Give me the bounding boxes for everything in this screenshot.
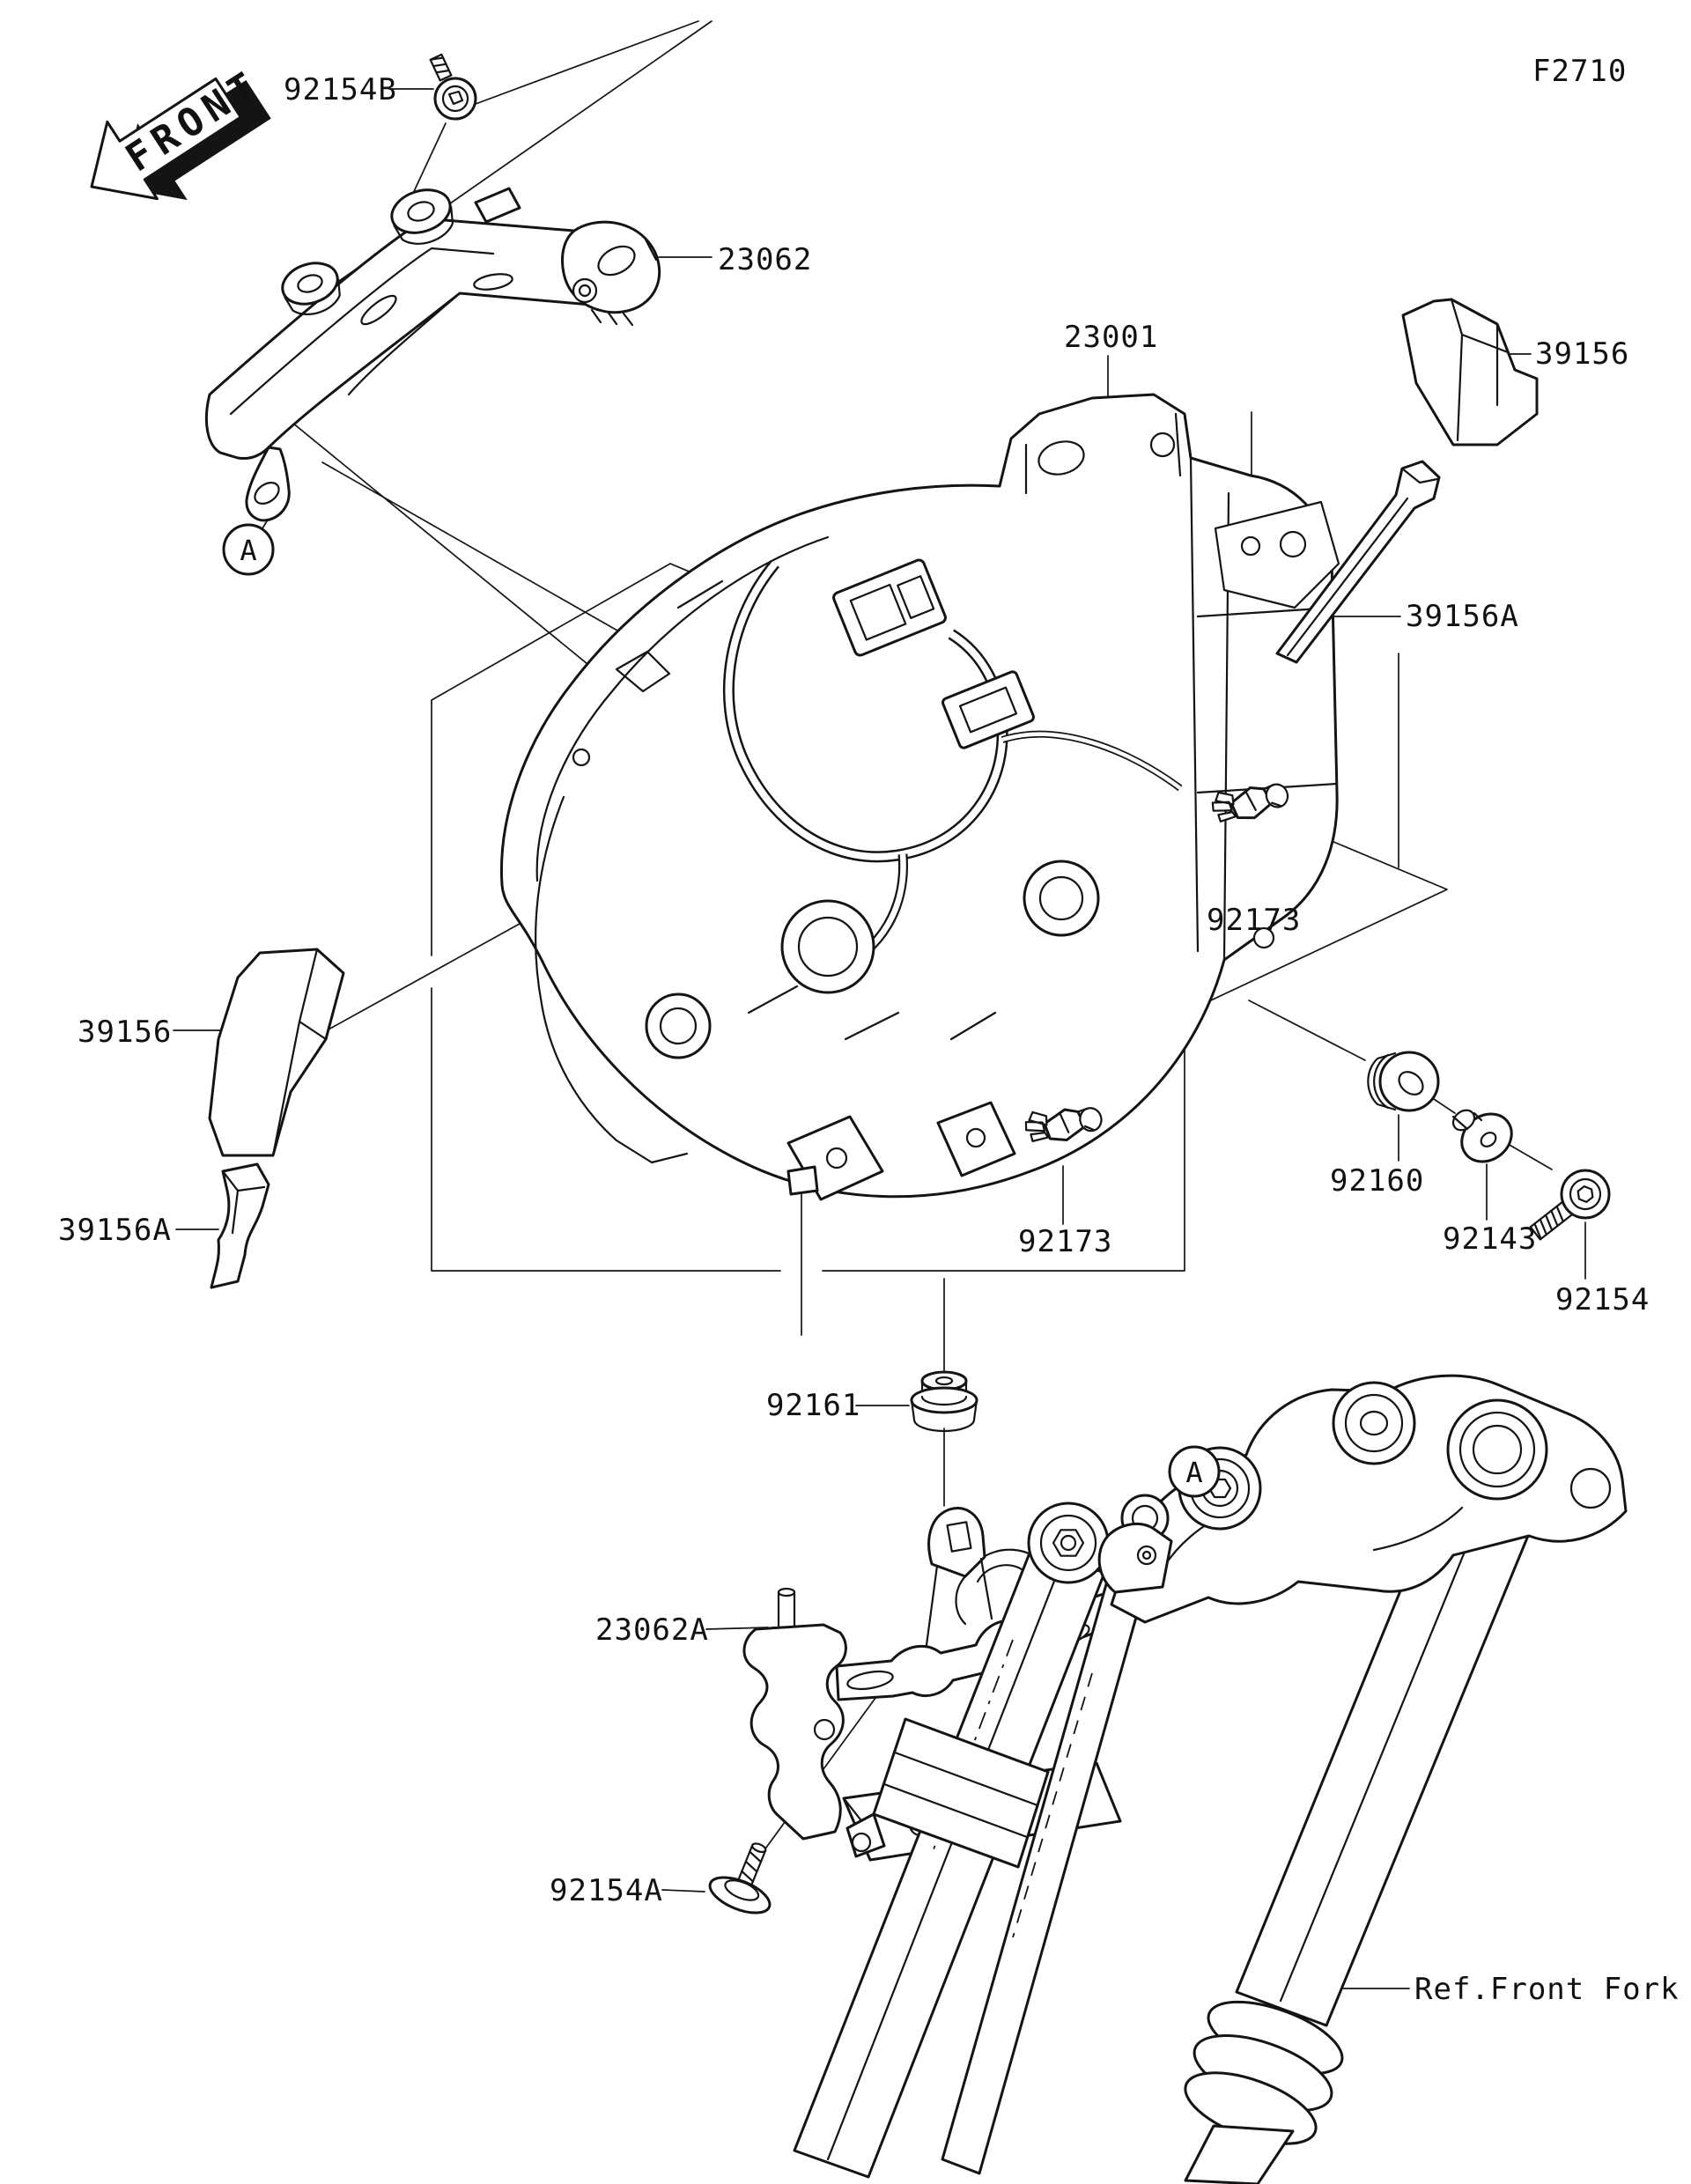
label-92160: 92160 (1330, 1163, 1424, 1199)
label-23062A: 23062A (595, 1612, 709, 1648)
headlamp-stay-bracket (204, 187, 661, 522)
clip-92173-upper-part (1211, 783, 1289, 823)
label-ref-front-fork: Ref.Front Fork (1414, 1972, 1680, 2007)
callout-a-fork-label: A (1185, 1456, 1202, 1489)
label-92154B: 92154B (284, 72, 397, 107)
label-23062: 23062 (718, 242, 812, 277)
figure-code: F2710 (1532, 54, 1627, 89)
label-92161: 92161 (766, 1388, 860, 1423)
label-92173-upper: 92173 (1207, 903, 1301, 938)
damper-92160-part (1367, 1051, 1440, 1112)
pad-39156-left-part (208, 948, 345, 1157)
label-39156-right: 39156 (1535, 336, 1629, 372)
pad-39156A-left-part (210, 1162, 270, 1289)
label-39156-left: 39156 (78, 1015, 172, 1050)
label-92154: 92154 (1555, 1282, 1650, 1317)
label-39156A-right: 39156A (1406, 599, 1519, 634)
screw-92154B-part (429, 53, 477, 121)
label-23001: 23001 (1064, 320, 1158, 355)
screw-92154-part (1529, 1169, 1611, 1241)
pad-39156-right-part (1401, 298, 1539, 446)
callout-view-a-fork: A (1168, 1445, 1221, 1498)
label-39156A-left: 39156A (58, 1213, 172, 1248)
headlamp-assembly-23001 (499, 393, 1340, 1201)
callout-a-top-label: A (240, 534, 256, 567)
collar-92143-part (1451, 1109, 1513, 1163)
part-labels: F2710 92154B 23062 23001 39156 39156A 92… (58, 54, 1680, 2007)
damper-92161-part (910, 1370, 978, 1433)
pad-39156A-right-part (1275, 460, 1441, 664)
screw-92154A-part (708, 1842, 772, 1915)
label-92143: 92143 (1443, 1221, 1537, 1257)
label-92173-lower: 92173 (1018, 1224, 1112, 1259)
front-arrow: FRONT (90, 61, 271, 201)
callout-view-a-top: A (222, 523, 275, 576)
clip-92173-lower-part (1024, 1107, 1103, 1142)
label-92154A: 92154A (550, 1873, 663, 1908)
front-fork-reference (793, 1374, 1628, 2184)
clamp-23062-part (561, 220, 661, 327)
